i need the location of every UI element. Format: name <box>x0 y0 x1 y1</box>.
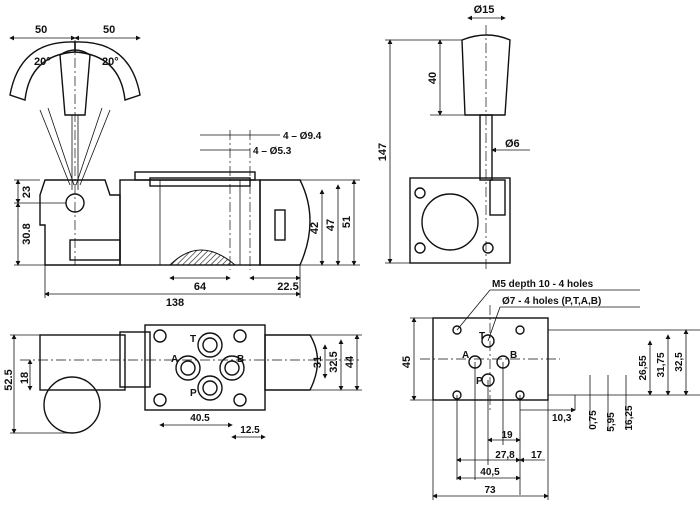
dim-10-3: 10,3 <box>552 413 572 424</box>
dim-31-75: 31,75 <box>656 352 667 377</box>
dim-51: 51 <box>341 216 353 228</box>
dim-32-5-face: 32,5 <box>674 352 685 372</box>
angle-20-left: 20° <box>34 56 51 68</box>
m5-hole-2 <box>515 325 525 335</box>
top-view: A B T P 52.5 18 31 32.5 44 40.5 12.5 <box>3 324 362 440</box>
face-port-t: T <box>479 331 485 342</box>
dim-19: 19 <box>501 430 513 441</box>
dim-44: 44 <box>344 355 356 368</box>
face-port-p: P <box>476 376 483 387</box>
top-port-a: A <box>171 354 178 365</box>
dim-phi6: Ø6 <box>505 138 520 150</box>
dim-18: 18 <box>19 372 31 384</box>
dim-45: 45 <box>401 356 413 368</box>
top-port-p: P <box>190 388 197 399</box>
side-body <box>409 177 511 264</box>
top-body <box>144 324 266 411</box>
dim-52-5: 52.5 <box>3 369 15 390</box>
dim-40-5-face: 40,5 <box>480 467 500 478</box>
dim-4-phi5-3: 4 – Ø5.3 <box>253 146 292 157</box>
handle-center <box>59 49 91 116</box>
handle-top <box>43 376 101 434</box>
m5-hole-1 <box>452 325 462 335</box>
dim-0-75: 0,75 <box>588 410 599 430</box>
dim-40: 40 <box>427 72 439 84</box>
note-phi7: Ø7 - 4 holes (P,T,A,B) <box>502 296 601 307</box>
dim-50-right: 50 <box>103 24 115 36</box>
handle-right-position <box>74 41 141 101</box>
dim-64: 64 <box>194 281 207 293</box>
dim-12-5: 12.5 <box>240 425 260 436</box>
dim-73: 73 <box>484 485 496 496</box>
dim-phi15: Ø15 <box>474 4 495 16</box>
dim-27-8: 27,8 <box>495 450 515 461</box>
dim-47: 47 <box>325 219 337 231</box>
top-port-b: B <box>237 354 244 365</box>
angle-20-right: 20° <box>102 56 119 68</box>
dim-147: 147 <box>377 143 389 161</box>
dim-31: 31 <box>312 356 324 368</box>
dim-22-5: 22.5 <box>277 281 298 293</box>
dim-23: 23 <box>21 186 33 198</box>
face-port-b: B <box>510 350 517 361</box>
dim-30-8: 30.8 <box>21 223 33 244</box>
mounting-face: T A B P M5 depth 10 - 4 holes Ø7 - 4 hol… <box>401 279 700 500</box>
dim-5-95: 5,95 <box>606 412 617 432</box>
dim-42: 42 <box>309 222 321 234</box>
dim-40-5-top: 40.5 <box>190 413 210 424</box>
port-t-hole <box>481 334 495 348</box>
dim-26-55: 26,55 <box>638 355 649 380</box>
handle-left-position <box>9 41 76 101</box>
dim-50-left: 50 <box>35 24 47 36</box>
dim-32-5: 32.5 <box>328 351 340 372</box>
face-port-a: A <box>462 350 469 361</box>
dim-4-phi9-4: 4 – Ø9.4 <box>283 131 322 142</box>
side-view: Ø15 40 147 Ø6 <box>377 4 530 270</box>
dim-138: 138 <box>166 297 184 309</box>
handle-knob <box>461 34 511 116</box>
top-port-t: T <box>190 334 196 345</box>
note-m5: M5 depth 10 - 4 holes <box>492 279 594 290</box>
dim-17: 17 <box>531 450 543 461</box>
front-view: 50 50 20° 20° 23 30.8 64 22.5 138 42 <box>9 24 360 309</box>
dim-16-25: 16,25 <box>624 405 635 430</box>
